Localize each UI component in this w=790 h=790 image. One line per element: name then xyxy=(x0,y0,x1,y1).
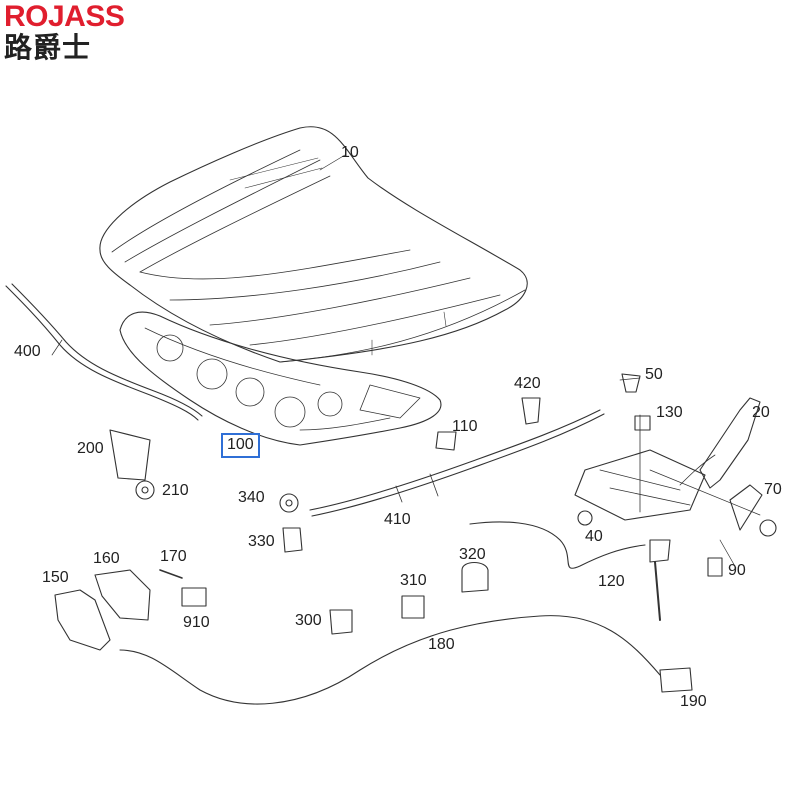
callout-180: 180 xyxy=(428,636,455,653)
fasteners xyxy=(109,373,777,577)
hood-panel xyxy=(99,126,528,363)
callout-90: 90 xyxy=(728,562,746,579)
callout-910: 910 xyxy=(183,614,210,631)
release-handle xyxy=(659,667,693,693)
brand-name: ROJASS xyxy=(4,0,125,33)
hood-inner-frame xyxy=(119,311,442,446)
callout-160: 160 xyxy=(93,550,120,567)
callout-330: 330 xyxy=(248,533,275,550)
cable-120 xyxy=(469,521,671,621)
callout-310: 310 xyxy=(400,572,427,589)
callout-130: 130 xyxy=(656,404,683,421)
cable-180 xyxy=(119,615,661,705)
callout-70: 70 xyxy=(764,481,782,498)
callout-10: 10 xyxy=(341,144,359,161)
front-seal-strip xyxy=(309,409,605,517)
callout-300: 300 xyxy=(295,612,322,629)
callout-410: 410 xyxy=(384,511,411,528)
callout-210: 210 xyxy=(162,482,189,499)
callout-20: 20 xyxy=(752,404,770,421)
callout-400: 400 xyxy=(14,343,41,360)
callout-170: 170 xyxy=(160,548,187,565)
callout-190: 190 xyxy=(680,693,707,710)
brand-chinese-name: 路爵士 xyxy=(4,31,92,64)
leader-lines xyxy=(51,154,737,569)
brand-logo: ROJASS 路爵士 xyxy=(4,0,125,64)
callout-320: 320 xyxy=(459,546,486,563)
callout-120: 120 xyxy=(598,573,625,590)
callout-50: 50 xyxy=(645,366,663,383)
callout-40: 40 xyxy=(585,528,603,545)
callout-420: 420 xyxy=(514,375,541,392)
callout-110: 110 xyxy=(452,418,478,435)
hood-hinge xyxy=(574,397,763,531)
clips xyxy=(329,561,489,635)
callout-200: 200 xyxy=(77,440,104,457)
lock-assembly xyxy=(54,569,207,651)
callout-150: 150 xyxy=(42,569,69,586)
seal-strip xyxy=(5,283,203,421)
callout-340: 340 xyxy=(238,489,265,506)
callout-100: 100 xyxy=(221,433,260,458)
